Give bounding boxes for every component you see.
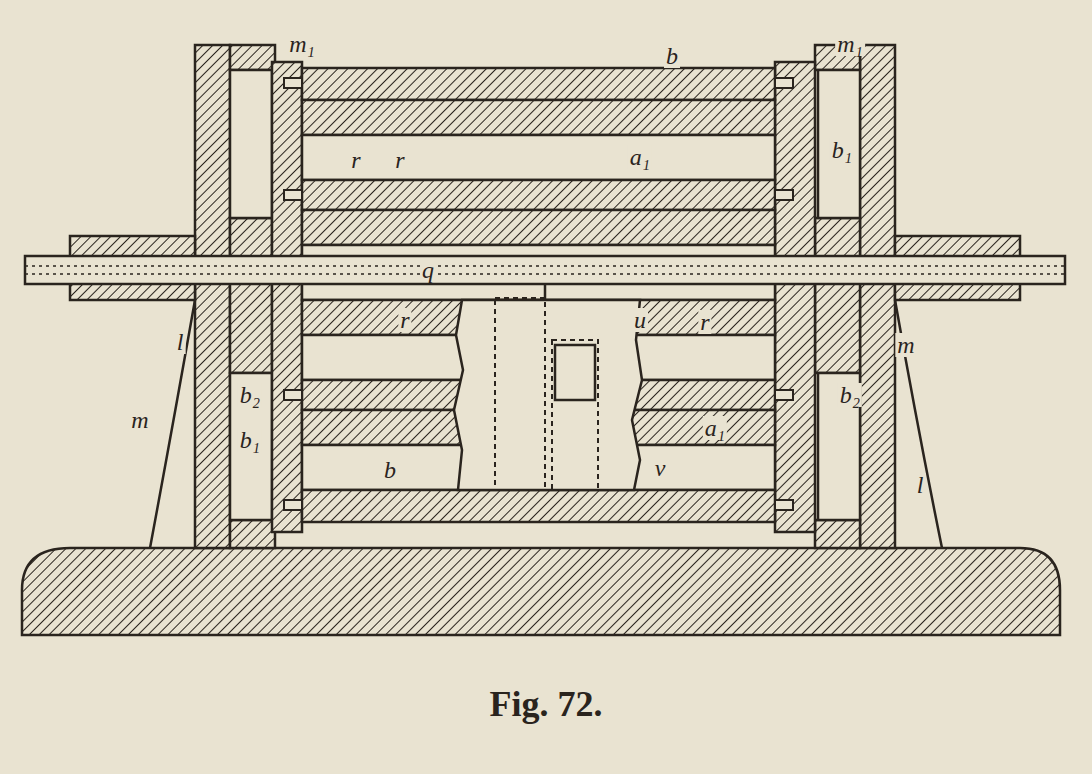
part-label: m <box>895 333 916 357</box>
part-label: a₁ <box>703 416 727 440</box>
support-rib <box>895 300 942 548</box>
part-label: r <box>393 148 406 172</box>
block <box>555 345 595 400</box>
part-label: b <box>664 44 680 68</box>
outer-shell <box>302 490 775 522</box>
part-label: m₁ <box>287 32 317 56</box>
part-label: q <box>420 258 436 282</box>
pocket <box>230 373 272 520</box>
wall-cap <box>230 520 275 548</box>
part-label: l <box>915 473 926 497</box>
part-label: a₁ <box>628 145 652 169</box>
part-label: v <box>653 456 668 480</box>
part-label: l <box>175 330 186 354</box>
part-label: r <box>398 308 411 332</box>
end-plate <box>272 62 302 532</box>
part-label: b₁ <box>238 428 262 452</box>
shaft <box>25 256 1065 284</box>
outer-shell <box>302 68 775 100</box>
wall-cap <box>815 520 860 548</box>
part-label: b <box>382 458 398 482</box>
part-label: r <box>698 310 711 334</box>
part-label: m <box>129 408 150 432</box>
base-plate <box>22 548 1060 635</box>
part-label: u <box>632 308 648 332</box>
part-label: b₂ <box>838 383 862 407</box>
inner-ring <box>302 210 775 245</box>
end-wall <box>860 45 895 548</box>
figure-caption: Fig. 72. <box>490 683 603 725</box>
gap <box>302 135 775 180</box>
pocket <box>818 70 860 218</box>
hidden-block <box>495 298 545 490</box>
cutaway <box>454 300 642 490</box>
end-plate <box>775 62 815 532</box>
bearing-hub <box>815 218 860 373</box>
drum-ring <box>302 180 775 210</box>
wall-cap <box>230 45 275 70</box>
end-wall <box>195 45 230 548</box>
hidden-block <box>552 340 598 490</box>
support-rib <box>150 300 195 548</box>
drum-ring <box>302 100 775 135</box>
bearing-hub <box>230 218 272 373</box>
part-label: b₁ <box>830 138 854 162</box>
part-label: r <box>349 148 362 172</box>
part-label: m₁ <box>835 32 865 56</box>
part-label: b₂ <box>238 383 262 407</box>
pocket <box>230 70 272 218</box>
